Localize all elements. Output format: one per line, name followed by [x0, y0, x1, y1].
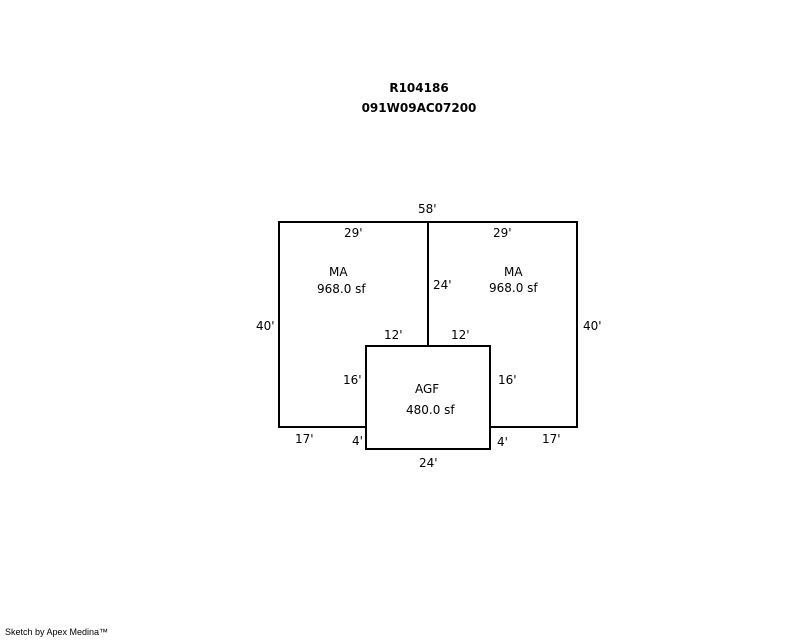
dim-top-right: 29' [493, 226, 512, 240]
area-label-agf: AGF [415, 382, 439, 396]
area-label-ma-right: MA [504, 265, 523, 279]
dim-right-side: 40' [583, 319, 602, 333]
dim-top-total: 58' [418, 202, 437, 216]
dim-agf-left: 16' [343, 373, 362, 387]
footer-credit: Sketch by Apex Medina™ [5, 627, 109, 637]
area-value-agf: 480.0 sf [406, 403, 455, 417]
agf-outline [365, 345, 491, 450]
parcel-id: R104186 [389, 81, 449, 95]
area-label-ma-left: MA [329, 265, 348, 279]
map-number: 091W09AC07200 [361, 101, 477, 115]
dim-top-left: 29' [344, 226, 363, 240]
area-value-ma-left: 968.0 sf [317, 282, 366, 296]
dim-agf-top-right: 12' [451, 328, 470, 342]
dim-bottom-right: 17' [542, 432, 561, 446]
dim-agf-step-right: 4' [497, 435, 508, 449]
dim-divider: 24' [433, 278, 452, 292]
dim-agf-bottom: 24' [419, 456, 438, 470]
dim-agf-step-left: 4' [352, 434, 363, 448]
area-value-ma-right: 968.0 sf [489, 281, 538, 295]
dim-agf-top-left: 12' [384, 328, 403, 342]
dim-agf-right: 16' [498, 373, 517, 387]
dim-left-side: 40' [256, 319, 275, 333]
dim-bottom-left: 17' [295, 432, 314, 446]
